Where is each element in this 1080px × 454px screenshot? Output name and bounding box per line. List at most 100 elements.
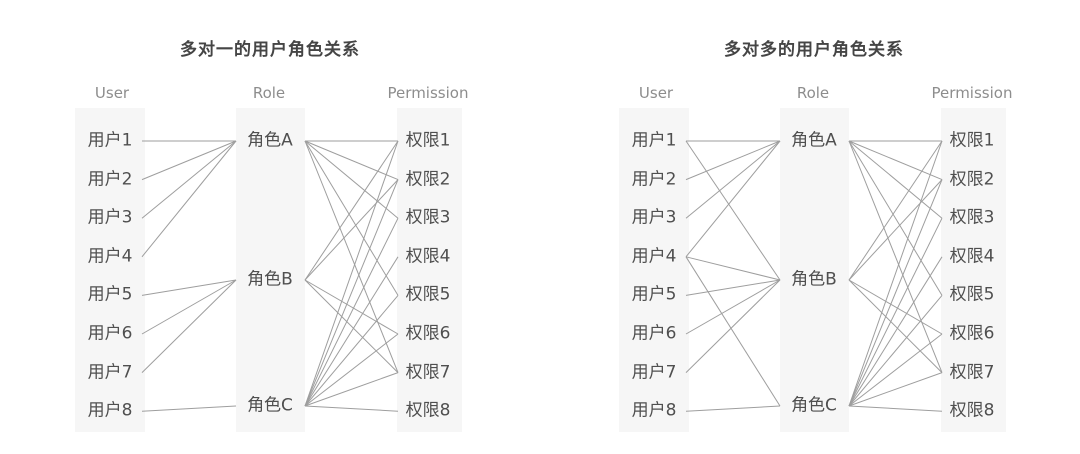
- permission-column-strip: [941, 108, 1006, 432]
- user-role-line: [685, 279, 781, 296]
- column-header-permission: Permission: [387, 84, 469, 102]
- role-permission-line: [304, 140, 399, 373]
- user-node: 用户1: [631, 130, 677, 151]
- role-permission-line: [848, 256, 943, 407]
- column-header-user: User: [94, 84, 130, 102]
- permission-node: 权限1: [405, 130, 451, 151]
- role-node: 角色B: [247, 269, 293, 290]
- user-node: 用户7: [631, 362, 677, 383]
- permission-node: 权限4: [405, 246, 451, 267]
- column-header-user: User: [638, 84, 674, 102]
- role-permission-line: [304, 140, 399, 219]
- permission-node: 权限8: [405, 400, 451, 421]
- role-permission-line: [304, 333, 399, 407]
- role-node: 角色B: [791, 269, 837, 290]
- permission-node: 权限3: [405, 207, 451, 228]
- role-permission-line: [848, 179, 943, 407]
- role-permission-line: [304, 295, 399, 407]
- column-header-role: Role: [796, 84, 830, 102]
- role-permission-line: [848, 140, 943, 219]
- user-node: 用户4: [87, 246, 133, 267]
- permission-node: 权限2: [405, 169, 451, 190]
- user-column-strip: [619, 108, 689, 432]
- user-role-line: [685, 140, 781, 219]
- permission-node: 权限7: [405, 362, 451, 383]
- user-node: 用户4: [631, 246, 677, 267]
- permission-node: 权限6: [949, 323, 995, 344]
- user-node: 用户6: [87, 323, 133, 344]
- role-node: 角色C: [247, 395, 293, 416]
- role-permission-line: [848, 140, 943, 281]
- permission-column-strip: [397, 108, 462, 432]
- user-node: 用户5: [631, 284, 677, 305]
- user-node: 用户3: [631, 207, 677, 228]
- role-column-strip: [236, 108, 305, 432]
- permission-node: 权限4: [949, 246, 995, 267]
- user-role-line: [685, 256, 781, 407]
- user-node: 用户7: [87, 362, 133, 383]
- user-node: 用户6: [631, 323, 677, 344]
- role-permission-line: [304, 140, 399, 181]
- user-column-strip: [75, 108, 145, 432]
- permission-node: 权限1: [949, 130, 995, 151]
- role-permission-line: [304, 217, 399, 407]
- user-role-line: [685, 256, 781, 281]
- permission-node: 权限8: [949, 400, 995, 421]
- role-permission-line: [848, 405, 943, 412]
- role-permission-line: [848, 140, 943, 407]
- role-permission-line: [304, 179, 399, 407]
- user-role-line: [685, 140, 781, 281]
- relationship-lines-layer: [685, 140, 943, 412]
- role-permission-line: [304, 279, 399, 335]
- role-permission-line: [848, 179, 943, 281]
- panel-title: 多对一的用户角色关系: [180, 40, 360, 61]
- user-role-line: [141, 279, 237, 335]
- role-permission-line: [304, 372, 399, 407]
- user-role-line: [141, 140, 237, 219]
- panel-title: 多对多的用户角色关系: [724, 40, 904, 61]
- role-column-strip: [780, 108, 849, 432]
- role-permission-line: [848, 140, 943, 296]
- permission-node: 权限2: [949, 169, 995, 190]
- user-node: 用户8: [631, 400, 677, 421]
- user-node: 用户8: [87, 400, 133, 421]
- user-node: 用户3: [87, 207, 133, 228]
- role-permission-line: [848, 295, 943, 407]
- column-header-role: Role: [252, 84, 286, 102]
- permission-node: 权限3: [949, 207, 995, 228]
- user-role-line: [685, 279, 781, 335]
- user-node: 用户1: [87, 130, 133, 151]
- role-permission-line: [848, 279, 943, 335]
- role-permission-line: [848, 372, 943, 407]
- user-node: 用户5: [87, 284, 133, 305]
- permission-node: 权限7: [949, 362, 995, 383]
- user-role-line: [685, 405, 781, 412]
- role-permission-line: [304, 140, 399, 296]
- role-permission-line: [304, 179, 399, 281]
- role-node: 角色A: [247, 130, 293, 151]
- user-role-line: [685, 140, 781, 181]
- column-header-permission: Permission: [931, 84, 1013, 102]
- role-permission-line: [848, 140, 943, 181]
- role-permission-line: [304, 279, 399, 373]
- role-permission-line: [304, 256, 399, 407]
- user-role-line: [141, 405, 237, 412]
- role-permission-line: [304, 140, 399, 281]
- user-role-line: [141, 279, 237, 373]
- user-role-line: [141, 140, 237, 258]
- role-permission-line: [848, 217, 943, 407]
- role-node: 角色C: [791, 395, 837, 416]
- user-role-line: [685, 279, 781, 373]
- user-role-line: [141, 279, 237, 296]
- role-permission-line: [304, 140, 399, 407]
- relationship-lines-layer: [141, 140, 399, 412]
- permission-node: 权限5: [405, 284, 451, 305]
- role-node: 角色A: [791, 130, 837, 151]
- role-permission-line: [304, 405, 399, 412]
- permission-node: 权限6: [405, 323, 451, 344]
- user-role-line: [685, 140, 781, 258]
- role-permission-line: [848, 279, 943, 373]
